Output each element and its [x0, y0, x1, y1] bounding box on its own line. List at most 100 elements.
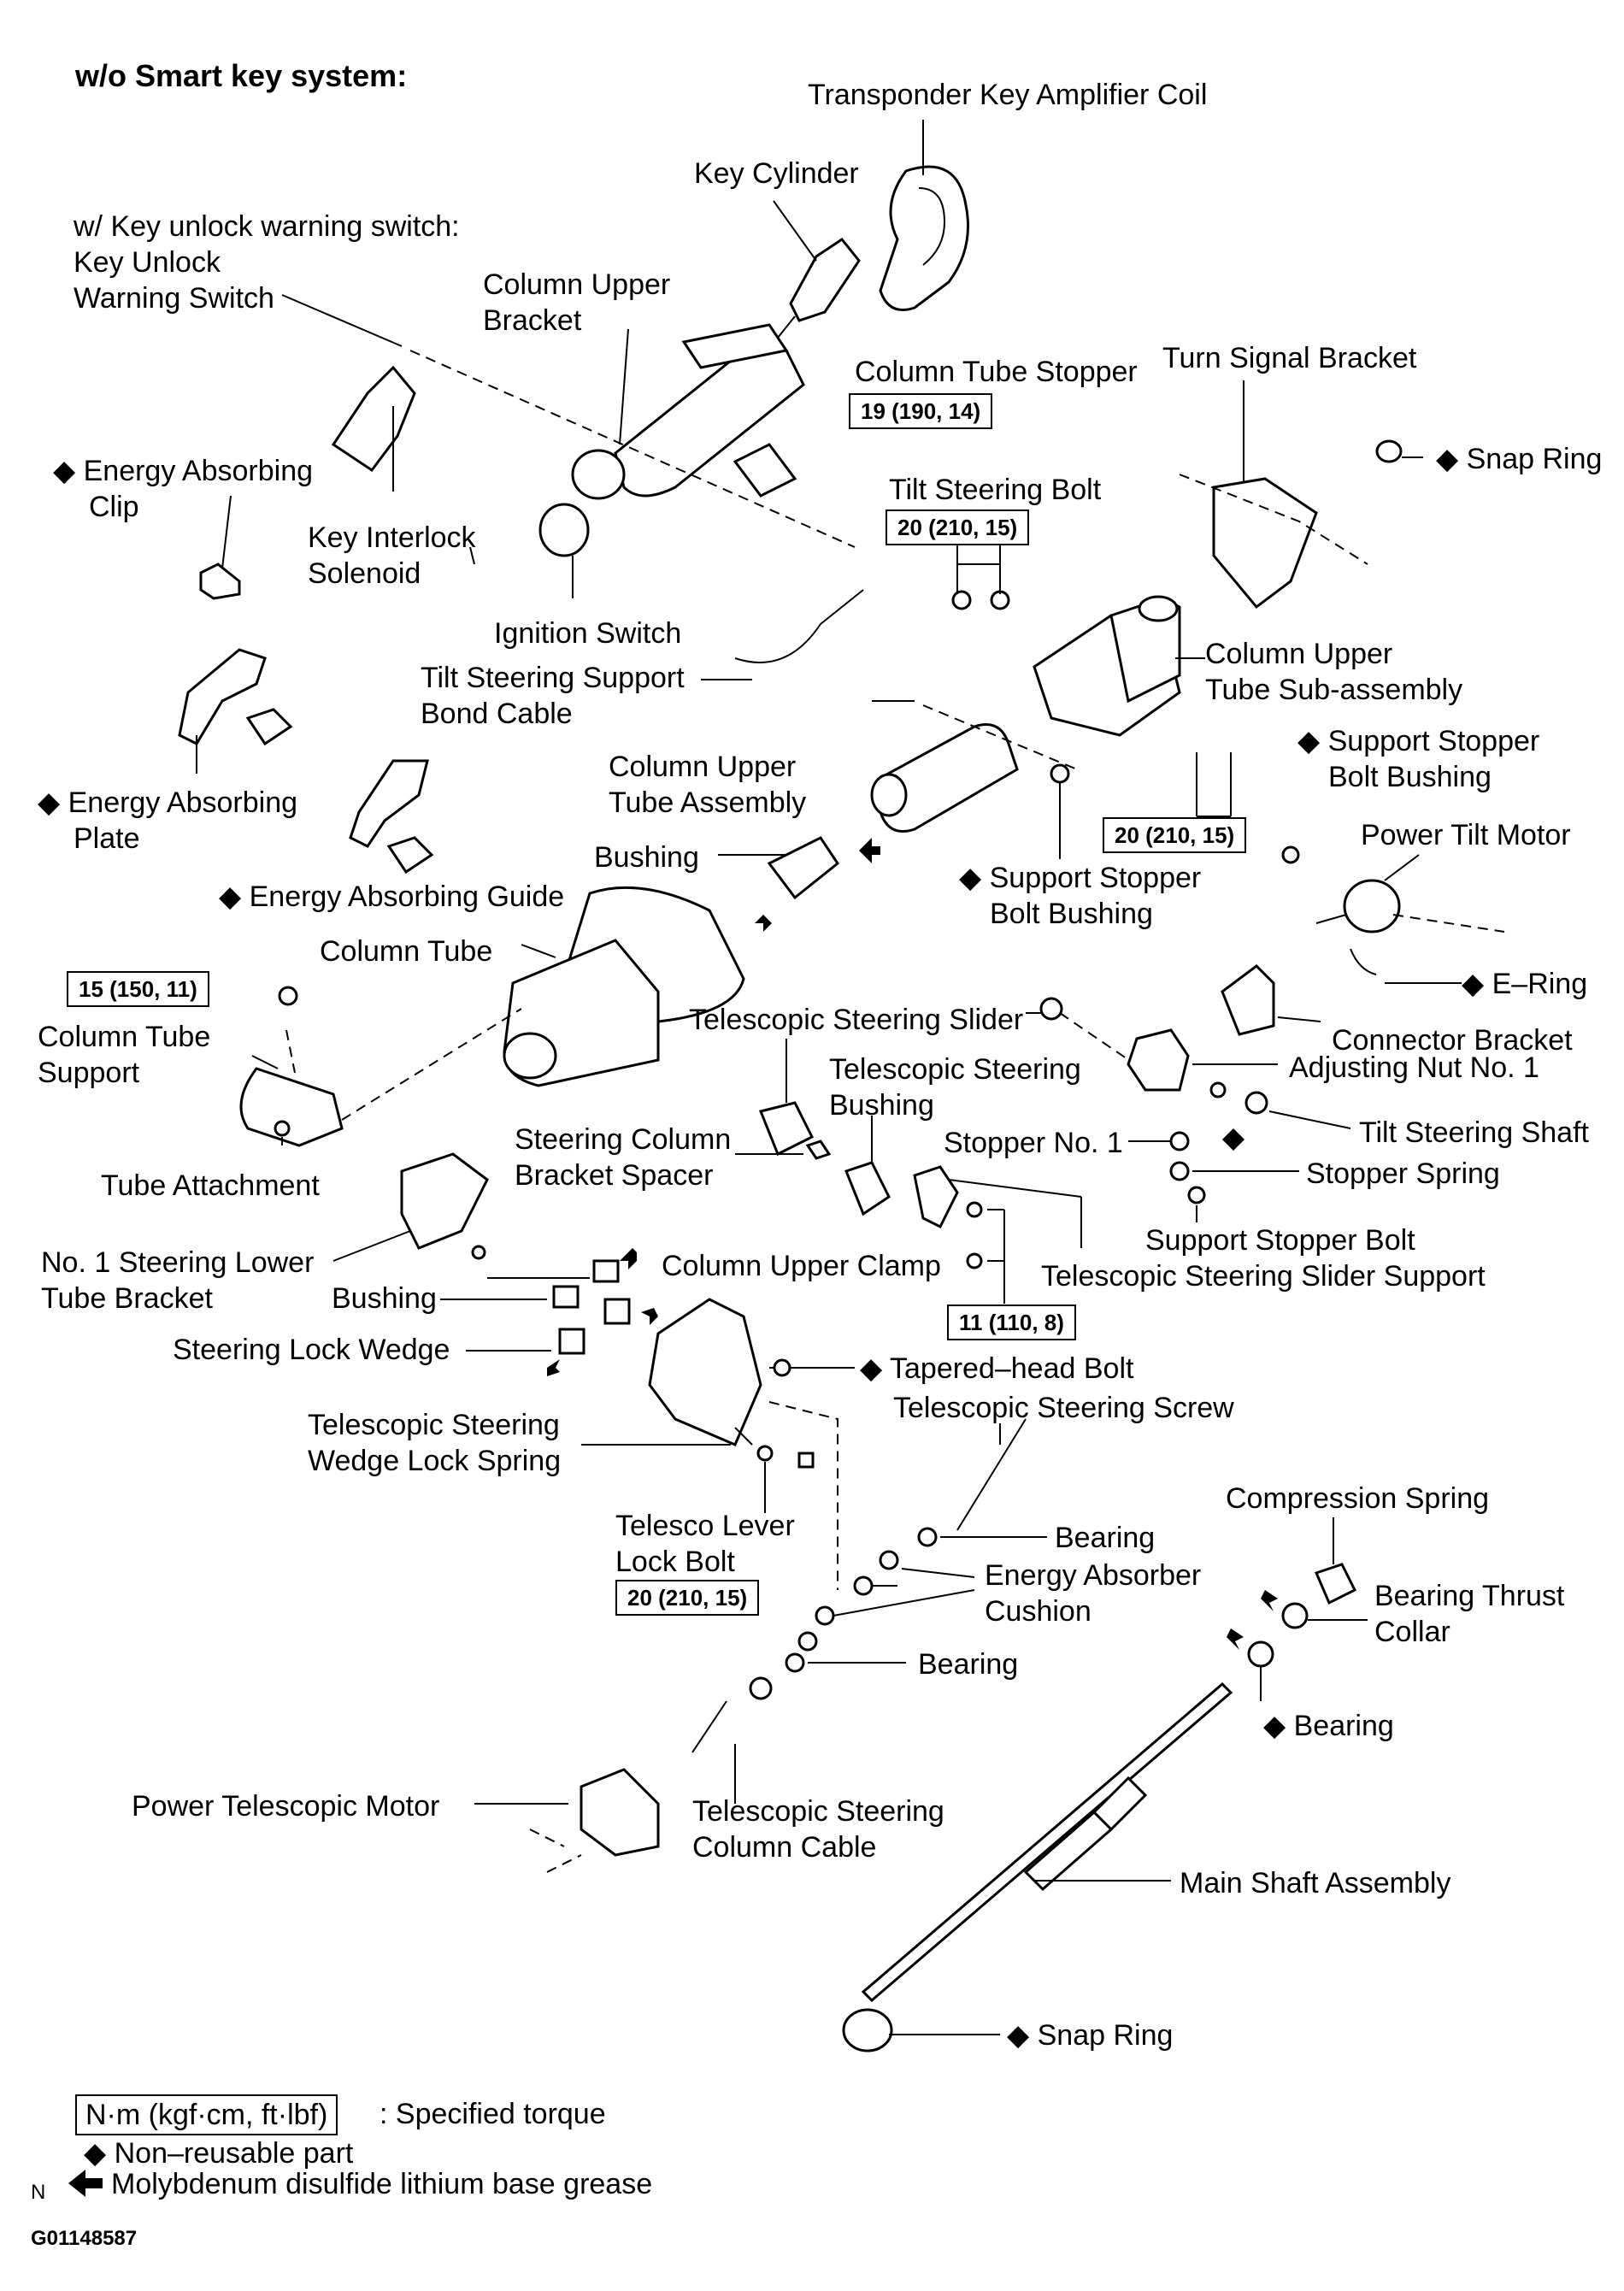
snap-ring-bottom-part	[842, 2008, 893, 2052]
label-bearing-1: Bearing	[1055, 1522, 1156, 1554]
bearing-thrust-collar-part	[1281, 1602, 1309, 1629]
bond-cable-part	[734, 589, 864, 663]
legend-torque-text: : Specified torque	[380, 2098, 606, 2130]
column-upper-tube-sub-part	[1033, 595, 1181, 737]
label-e-ring: ◆ E–Ring	[1462, 968, 1588, 1000]
energy-absorbing-guide-part	[386, 836, 434, 875]
label-tilt-steering-shaft: Tilt Steering Shaft	[1359, 1116, 1589, 1149]
legend-n-mark: N	[31, 2181, 46, 2204]
label-lower-tube-bracket: No. 1 Steering Lower Tube Bracket	[41, 1246, 315, 1315]
lower-tube-bracket-part	[400, 1152, 489, 1250]
stopper-spring-part	[1169, 1161, 1190, 1181]
snap-ring-top-part	[1375, 439, 1403, 463]
diamond-icon: ◆	[1462, 968, 1485, 1000]
figure-id: G01148587	[31, 2227, 138, 2250]
label-column-upper-tube-assembly: Column Upper Tube Assembly	[609, 751, 807, 819]
label-energy-absorbing-plate: ◆ Energy Absorbing Plate	[38, 786, 298, 855]
label-turn-signal-bracket: Turn Signal Bracket	[1162, 342, 1417, 374]
diamond-icon: ◆	[219, 880, 242, 913]
turn-signal-bracket-part	[1212, 477, 1318, 610]
label-steering-column-spacer: Steering Column Bracket Spacer	[515, 1123, 732, 1192]
torque-tilt-steering-bolt: 20 (210, 15)	[886, 509, 1030, 545]
compression-spring-part	[1314, 1563, 1357, 1605]
label-support-stopper-bolt: Support Stopper Bolt	[1145, 1224, 1415, 1257]
label-telescopic-screw: Telescopic Steering Screw	[893, 1392, 1234, 1424]
label-column-upper-clamp: Column Upper Clamp	[662, 1250, 941, 1282]
torque-column-tube-stopper: 19 (190, 14)	[849, 393, 993, 429]
label-column-upper-tube-sub: Column Upper Tube Sub-assembly	[1205, 638, 1463, 706]
label-bushing-lower: Bushing	[332, 1282, 437, 1315]
telescopic-bushing-part	[758, 1101, 815, 1157]
label-tilt-support-bond-cable: Tilt Steering Support Bond Cable	[421, 662, 685, 730]
bearing-2-part	[785, 1652, 805, 1673]
label-steering-lock-wedge: Steering Lock Wedge	[173, 1334, 450, 1366]
telescopic-cable-part	[691, 1700, 727, 1753]
label-ignition-switch: Ignition Switch	[494, 617, 682, 650]
power-telescopic-motor-part	[580, 1768, 660, 1857]
main-shaft-part	[861, 1681, 1233, 2003]
diamond-icon	[1222, 1128, 1244, 1151]
column-upper-tube-assembly-part	[870, 723, 1019, 833]
torque-column-upper-tube: 20 (210, 15)	[1103, 817, 1247, 853]
column-tube-part	[503, 886, 745, 1087]
label-bearing-2: Bearing	[918, 1648, 1019, 1681]
diamond-icon: ◆	[53, 455, 76, 487]
slider-support-part	[913, 1165, 959, 1229]
label-snap-ring-top: ◆ Snap Ring	[1436, 443, 1603, 475]
transponder-coil-part	[879, 165, 969, 311]
label-energy-absorbing-clip: ◆ Energy Absorbing Clip	[53, 455, 314, 523]
bearing-1-part	[917, 1527, 938, 1547]
energy-absorber-part	[853, 1575, 874, 1596]
diamond-icon: ◆	[860, 1352, 883, 1385]
adjusting-nut-part	[1127, 1028, 1190, 1092]
column-upper-bracket-part	[538, 323, 805, 557]
diamond-icon: ◆	[1263, 1710, 1286, 1742]
torque-column-tube-support: 15 (150, 11)	[67, 971, 209, 1007]
label-column-upper-bracket: Column Upper Bracket	[483, 268, 671, 337]
label-telescopic-bushing: Telescopic Steering Bushing	[829, 1053, 1081, 1122]
label-support-stopper-bushing-right: ◆ Support Stopper Bolt Bushing	[1297, 725, 1540, 793]
label-tube-attachment: Tube Attachment	[101, 1169, 320, 1202]
energy-absorbing-clip-part	[199, 562, 241, 600]
bearing-3-part	[1247, 1640, 1274, 1668]
telescopic-slider-part	[1039, 997, 1063, 1021]
torque-slider-support: 11 (110, 8)	[947, 1305, 1076, 1340]
diamond-icon: ◆	[84, 2137, 107, 2170]
label-power-telescopic-motor: Power Telescopic Motor	[132, 1790, 440, 1823]
energy-absorbing-plate-part	[178, 648, 267, 745]
page-title: w/o Smart key system:	[75, 58, 408, 93]
grease-arrow-icon	[68, 2170, 103, 2197]
label-column-tube: Column Tube	[320, 935, 493, 968]
label-telescopic-slider: Telescopic Steering Slider	[689, 1004, 1024, 1036]
diamond-icon: ◆	[959, 862, 982, 894]
label-power-tilt-motor: Power Tilt Motor	[1361, 819, 1571, 851]
label-bearing-thrust-collar: Bearing Thrust Collar	[1374, 1580, 1565, 1648]
label-key-interlock-solenoid: Key Interlock Solenoid	[308, 521, 476, 590]
label-stopper-no1: Stopper No. 1	[944, 1127, 1123, 1159]
legend-nonreusable: ◆ Non–reusable part	[84, 2137, 354, 2170]
label-compression-spring: Compression Spring	[1226, 1482, 1490, 1515]
label-snap-ring-bottom: ◆ Snap Ring	[1007, 2019, 1174, 2052]
steering-lock-wedge-part	[558, 1328, 585, 1355]
label-key-cylinder: Key Cylinder	[694, 157, 859, 190]
column-tube-support-part	[239, 1067, 344, 1147]
label-column-tube-stopper: Column Tube Stopper	[855, 356, 1138, 388]
connector-bracket-part	[1221, 964, 1275, 1036]
label-tapered-head-bolt: ◆ Tapered–head Bolt	[860, 1352, 1134, 1385]
label-connector-bracket: Connector Bracket	[1332, 1024, 1573, 1057]
legend-torque-box: N·m (kgf·cm, ft·lbf)	[75, 2094, 338, 2135]
power-tilt-motor-part	[1315, 879, 1401, 933]
diamond-icon: ◆	[1297, 725, 1321, 757]
telescopic-screw-part	[956, 1418, 1027, 1531]
label-telescopic-cable: Telescopic Steering Column Cable	[692, 1795, 944, 1864]
label-adjusting-nut: Adjusting Nut No. 1	[1289, 1051, 1539, 1084]
diamond-icon: ◆	[38, 786, 61, 819]
label-wedge-lock-spring: Telescopic Steering Wedge Lock Spring	[308, 1409, 562, 1477]
diamond-icon: ◆	[1007, 2019, 1030, 2052]
tube-attachment-part	[274, 1120, 291, 1137]
torque-telesco-lever: 20 (210, 15)	[615, 1580, 760, 1616]
legend-grease: Molybdenum disulfide lithium base grease	[111, 2168, 653, 2200]
label-slider-support: Telescopic Steering Slider Support	[1041, 1260, 1486, 1293]
